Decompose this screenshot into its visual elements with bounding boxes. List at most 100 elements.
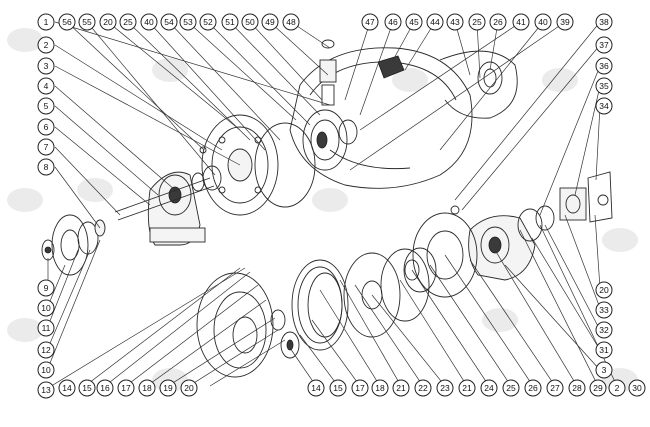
- callout-bottom-1: 14: [58, 379, 76, 397]
- svg-text:14: 14: [311, 383, 321, 393]
- callout-top-3: 20: [99, 13, 117, 31]
- svg-text:15: 15: [82, 383, 92, 393]
- watermark-logos: [7, 28, 638, 392]
- svg-text:20: 20: [599, 285, 609, 295]
- callout-top-5: 40: [140, 13, 158, 31]
- callout-top-21: 40: [534, 13, 552, 31]
- callout-10: 10: [37, 299, 55, 317]
- callout-bottom-21: 29: [589, 379, 607, 397]
- svg-text:25: 25: [472, 17, 482, 27]
- svg-text:14: 14: [62, 383, 72, 393]
- callout-right-5: 20: [595, 281, 613, 299]
- callout-bottom-18: 26: [524, 379, 542, 397]
- svg-text:38: 38: [599, 17, 609, 27]
- callout-top-13: 47: [361, 13, 379, 31]
- svg-text:27: 27: [550, 383, 560, 393]
- svg-text:34: 34: [599, 101, 609, 111]
- callout-bottom-8: 14: [307, 379, 325, 397]
- callout-bottom-7: 20: [180, 379, 198, 397]
- callout-bottom-14: 23: [436, 379, 454, 397]
- svg-text:20: 20: [103, 17, 113, 27]
- callout-top-20: 41: [512, 13, 530, 31]
- callout-top-23: 38: [595, 13, 613, 31]
- callout-bottom-13: 22: [414, 379, 432, 397]
- callout-12: 12: [37, 341, 55, 359]
- callout-top-9: 51: [221, 13, 239, 31]
- callout-bottom-17: 25: [502, 379, 520, 397]
- svg-text:51: 51: [225, 17, 235, 27]
- svg-text:13: 13: [41, 385, 51, 395]
- leader-lines: [47, 21, 618, 389]
- callout-bottom-4: 17: [117, 379, 135, 397]
- svg-text:1: 1: [44, 17, 49, 27]
- callout-bottom-5: 18: [138, 379, 156, 397]
- svg-text:31: 31: [599, 345, 609, 355]
- svg-text:41: 41: [516, 17, 526, 27]
- callout-bottom-19: 27: [546, 379, 564, 397]
- svg-text:5: 5: [44, 101, 49, 111]
- callout-2: 2: [37, 36, 55, 54]
- callout-top-2: 55: [78, 13, 96, 31]
- callout-bottom-10: 17: [351, 379, 369, 397]
- callout-right-4: 34: [595, 97, 613, 115]
- callout-right-8: 31: [595, 341, 613, 359]
- svg-text:18: 18: [142, 383, 152, 393]
- callout-3: 3: [37, 57, 55, 75]
- svg-text:46: 46: [388, 17, 398, 27]
- callout-6: 6: [37, 118, 55, 136]
- svg-text:50: 50: [245, 17, 255, 27]
- svg-text:26: 26: [528, 383, 538, 393]
- svg-text:43: 43: [450, 17, 460, 27]
- callout-bottom-16: 24: [480, 379, 498, 397]
- callout-bottom-3: 16: [96, 379, 114, 397]
- callout-right-2: 36: [595, 57, 613, 75]
- callout-9: 9: [37, 279, 55, 297]
- svg-text:20: 20: [184, 383, 194, 393]
- svg-text:15: 15: [333, 383, 343, 393]
- svg-text:3: 3: [44, 61, 49, 71]
- svg-text:22: 22: [418, 383, 428, 393]
- callout-top-14: 46: [384, 13, 402, 31]
- svg-text:2: 2: [44, 40, 49, 50]
- svg-text:26: 26: [493, 17, 503, 27]
- callout-bottom-6: 19: [159, 379, 177, 397]
- svg-text:25: 25: [506, 383, 516, 393]
- svg-text:56: 56: [62, 17, 72, 27]
- callout-top-22: 39: [556, 13, 574, 31]
- callout-7: 7: [37, 138, 55, 156]
- svg-text:12: 12: [41, 345, 51, 355]
- svg-text:47: 47: [365, 17, 375, 27]
- callout-top-6: 54: [160, 13, 178, 31]
- svg-text:10: 10: [41, 303, 51, 313]
- callout-top-1: 56: [58, 13, 76, 31]
- callout-1: 1: [37, 13, 55, 31]
- callout-4: 4: [37, 77, 55, 95]
- callout-top-18: 25: [468, 13, 486, 31]
- callout-bottom-20: 28: [568, 379, 586, 397]
- upper-assembly: [114, 39, 518, 246]
- svg-text:48: 48: [286, 17, 296, 27]
- callout-bottom-9: 15: [329, 379, 347, 397]
- svg-text:2: 2: [615, 383, 620, 393]
- callout-top-17: 43: [446, 13, 464, 31]
- svg-text:40: 40: [144, 17, 154, 27]
- callout-right-6: 33: [595, 301, 613, 319]
- svg-text:4: 4: [44, 81, 49, 91]
- svg-text:32: 32: [599, 325, 609, 335]
- callout-bottom-15: 21: [458, 379, 476, 397]
- callout-right-3: 35: [595, 77, 613, 95]
- svg-text:52: 52: [203, 17, 213, 27]
- svg-text:7: 7: [44, 142, 49, 152]
- svg-text:24: 24: [484, 383, 494, 393]
- callout-14: 13: [37, 381, 55, 399]
- callout-bottom-12: 21: [392, 379, 410, 397]
- svg-text:25: 25: [123, 17, 133, 27]
- callout-right-7: 32: [595, 321, 613, 339]
- svg-text:30: 30: [632, 383, 642, 393]
- svg-text:19: 19: [163, 383, 173, 393]
- callout-bottom-11: 18: [371, 379, 389, 397]
- callout-right-9: 3: [595, 361, 613, 379]
- svg-text:36: 36: [599, 61, 609, 71]
- svg-text:10: 10: [41, 365, 51, 375]
